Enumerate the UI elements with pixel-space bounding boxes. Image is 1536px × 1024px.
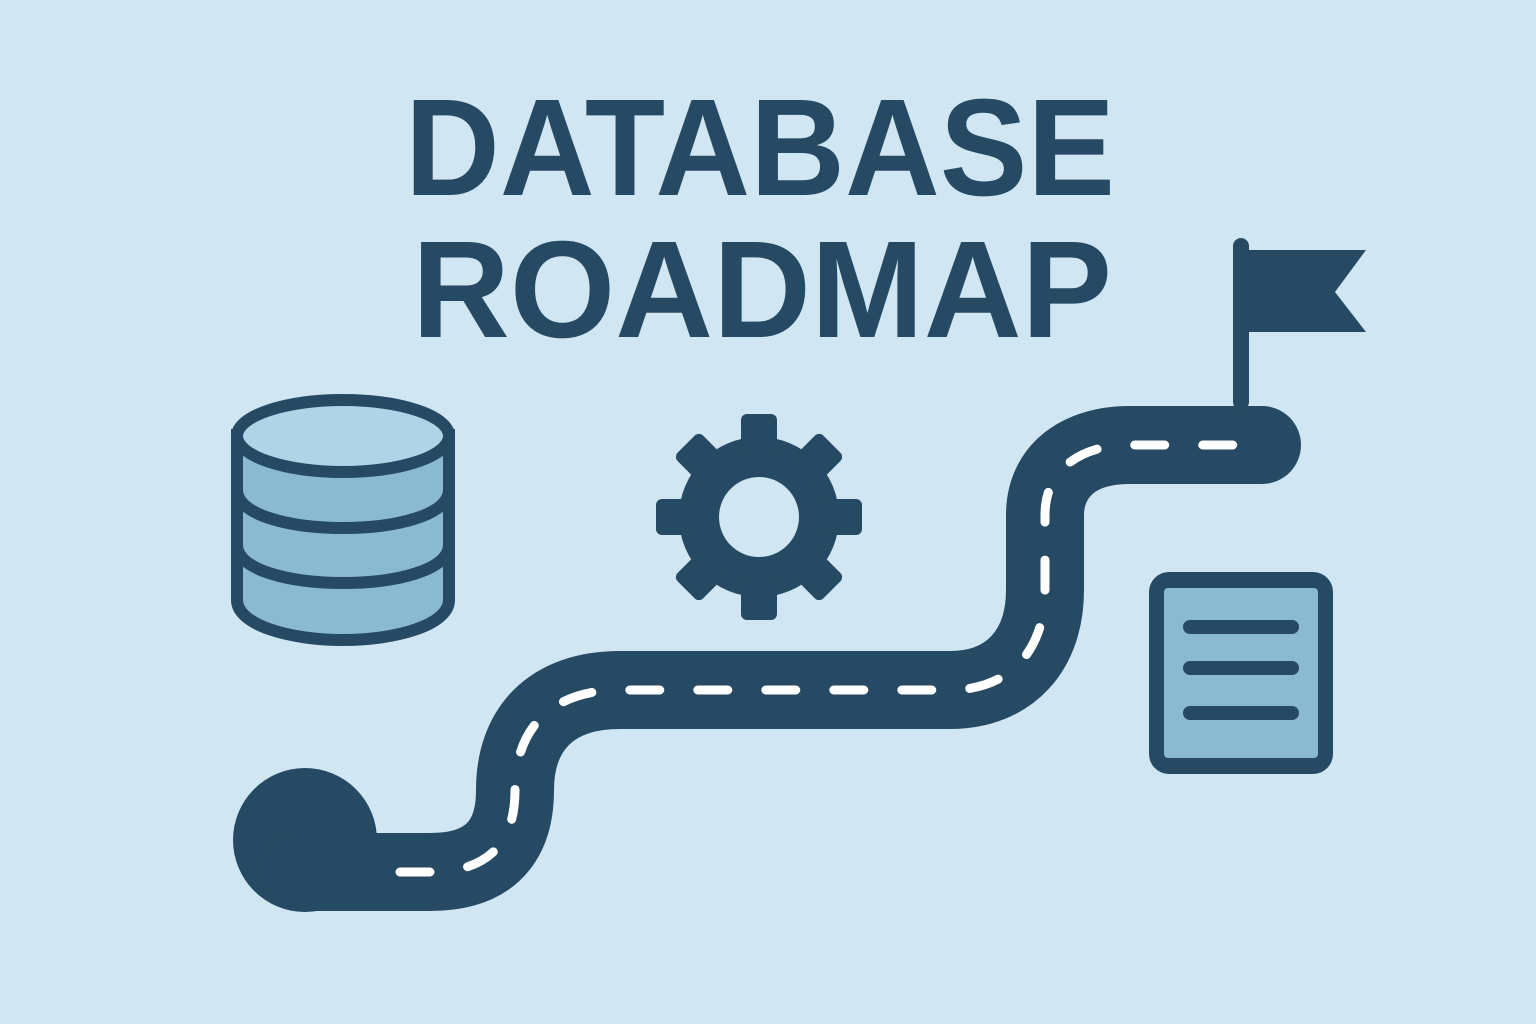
flag-icon — [1233, 238, 1366, 410]
database-icon — [231, 394, 455, 647]
gear-icon — [656, 414, 862, 620]
title-line-1: DATABASE — [405, 71, 1115, 225]
document-icon — [1149, 572, 1333, 774]
title-line-2: ROADMAP — [412, 213, 1112, 367]
road-icon — [233, 406, 1301, 912]
